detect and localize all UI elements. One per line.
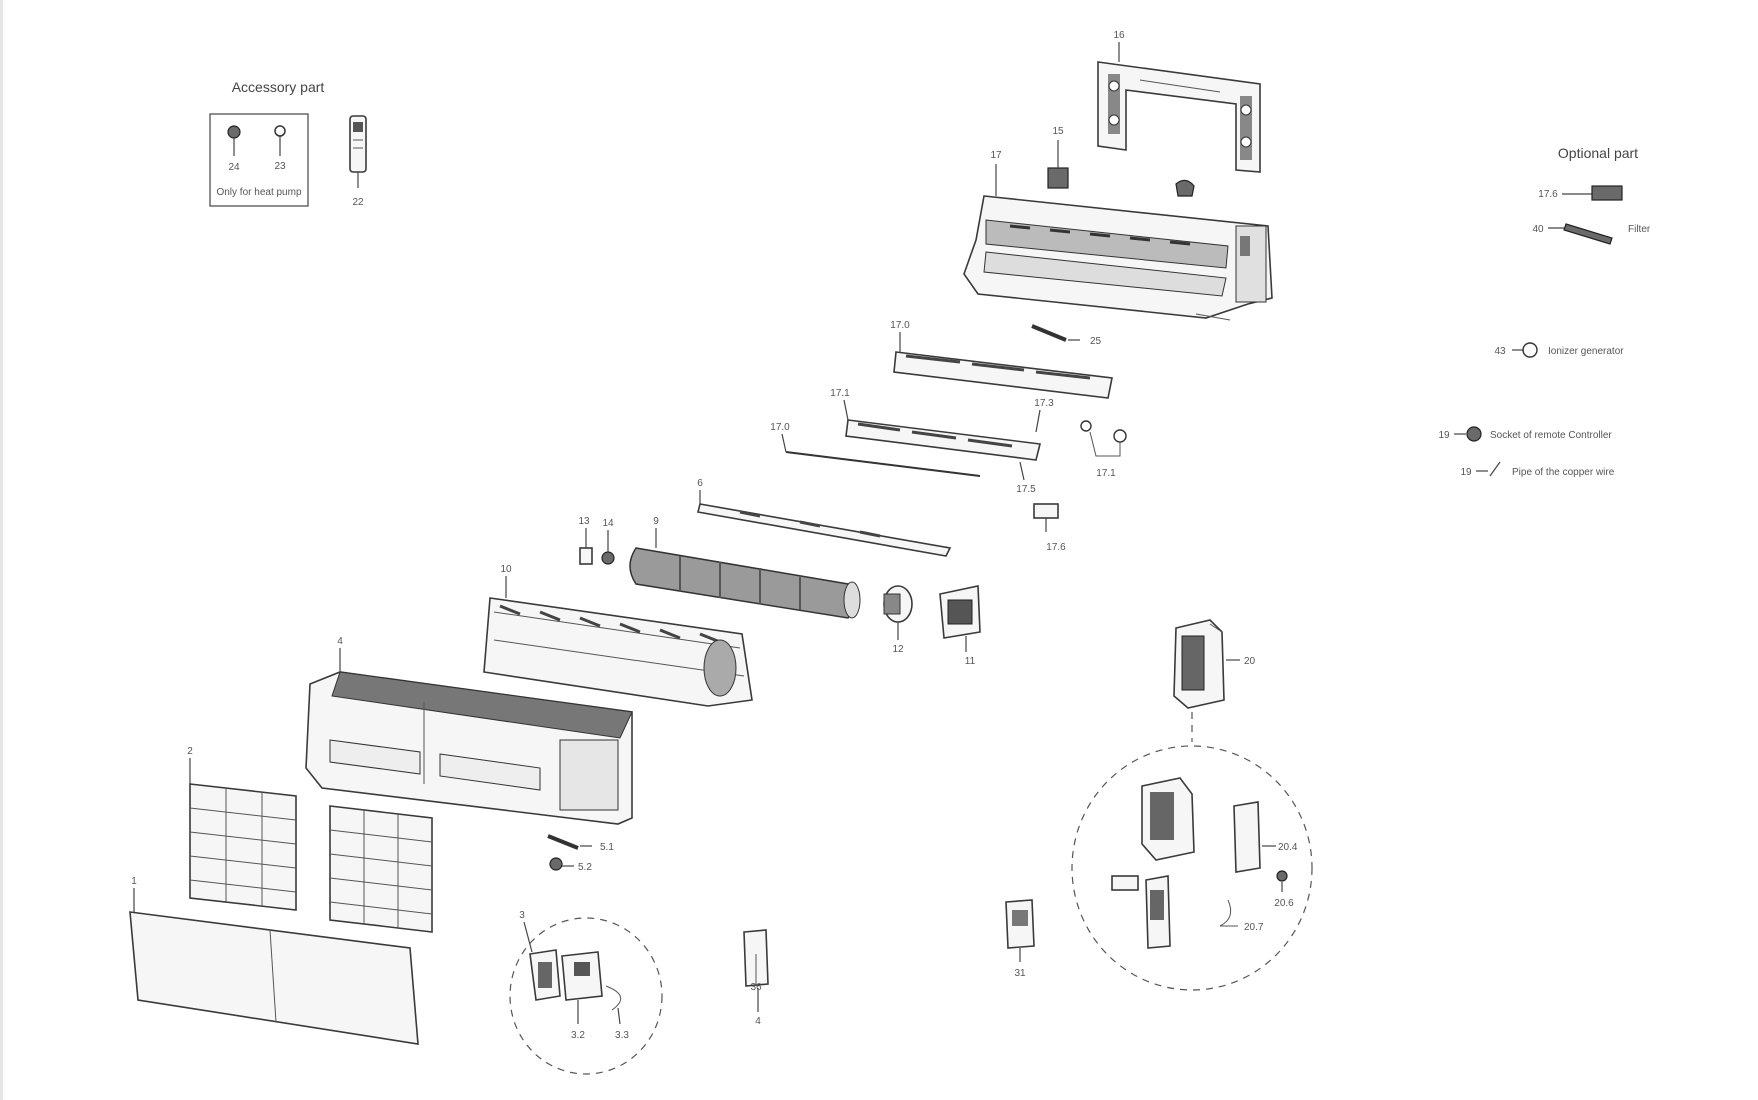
front-panel-part [129, 911, 419, 1045]
front-case-part [305, 671, 633, 825]
optional-item-4-number: 19 [1438, 430, 1450, 441]
remote-controller-part [349, 115, 367, 188]
optional-item-4-label: Socket of remote Controller [1490, 430, 1612, 441]
detail-circle-3 [509, 917, 663, 1075]
callout-3-3: 3.3 [615, 1030, 629, 1041]
ionizer-part [1522, 342, 1538, 358]
drain-hose-part-25 [1031, 324, 1080, 342]
air-filter-left-part [189, 783, 297, 911]
callout-3-2: 3.2 [571, 1030, 585, 1041]
callout-20: 20 [1244, 656, 1256, 667]
callout-20-7: 20.7 [1244, 922, 1264, 933]
callout-17: 17 [990, 150, 1002, 161]
detail-circle-20 [1071, 745, 1313, 991]
callout-13: 13 [578, 516, 590, 527]
callout-36: 36 [750, 982, 762, 993]
optional-part-group: Optional part 17.6 40 Filter 43 Ionizer … [1438, 145, 1650, 478]
optional-item-2-number: 40 [1532, 224, 1544, 235]
callout-17-5: 17.5 [1016, 484, 1036, 495]
copper-pipe-part [1489, 461, 1501, 477]
callout-17-1: 17.1 [830, 388, 850, 399]
callout-4: 4 [337, 636, 343, 647]
bearing-part-13 [579, 528, 593, 565]
evaporator-part [483, 597, 753, 707]
callout-9: 9 [653, 516, 659, 527]
accessory-part-group: Accessory part 24 23 Only for heat pump … [209, 79, 367, 208]
left-edge-border [0, 0, 3, 1100]
accessory-box-caption: Only for heat pump [216, 187, 301, 198]
optional-part-title: Optional part [1558, 145, 1638, 161]
swing-blade-assembly-part [845, 419, 1041, 461]
callout-15: 15 [1052, 126, 1064, 137]
part-31-box [1005, 899, 1035, 962]
callout-6: 6 [697, 478, 703, 489]
control-cover-part-20-4 [1233, 801, 1276, 873]
part-36-cover [743, 929, 769, 1012]
small-clip-parts [1080, 420, 1127, 457]
callout-17-1b: 17.1 [1096, 468, 1116, 479]
optional-item-3-number: 43 [1494, 346, 1506, 357]
callout-17-6: 17.6 [1046, 542, 1066, 553]
callout-10: 10 [500, 564, 512, 575]
callout-3: 3 [519, 910, 525, 921]
callout-5-1: 5.1 [600, 842, 614, 853]
callout-20-6: 20.6 [1274, 898, 1294, 909]
vane-plate-part [893, 351, 1113, 399]
fan-motor-part [883, 585, 913, 640]
callout-1: 1 [131, 876, 137, 887]
screw-24-part [227, 125, 241, 156]
accessory-part-title: Accessory part [232, 79, 325, 95]
chassis-part [963, 179, 1273, 321]
display-board-part [1591, 185, 1623, 201]
optional-item-1-number: 17.6 [1538, 189, 1558, 200]
callout-20-4: 20.4 [1278, 842, 1298, 853]
callout-5-2: 5.2 [578, 862, 592, 873]
callout-4b: 4 [755, 1016, 761, 1027]
swing-rod-part [785, 451, 981, 477]
part-5-1 [547, 834, 592, 850]
callout-17-0b: 17.0 [770, 422, 790, 433]
callout-24: 24 [228, 162, 240, 173]
display-module-part-17-6 [1033, 503, 1059, 532]
terminal-part-20-6 [1276, 870, 1288, 892]
callout-17-3: 17.3 [1034, 398, 1054, 409]
callout-11: 11 [965, 656, 976, 667]
socket-part [1466, 426, 1482, 442]
electrical-box-part [1173, 619, 1240, 709]
callout-25: 25 [1090, 336, 1102, 347]
motor-cover-part [939, 585, 981, 652]
accessory-box [209, 113, 309, 207]
callout-16: 16 [1113, 30, 1125, 41]
part-5-2 [549, 857, 574, 871]
callout-23: 23 [274, 161, 286, 172]
optional-item-5-number: 19 [1460, 467, 1472, 478]
air-filter-right-part [329, 805, 433, 933]
bearing-holder-part-14 [601, 530, 615, 565]
callout-2: 2 [187, 746, 193, 757]
cross-flow-fan-part [629, 547, 861, 619]
callout-17-0: 17.0 [890, 320, 910, 331]
callout-31: 31 [1014, 968, 1026, 979]
control-board-part [1141, 777, 1195, 861]
wall-mounting-plate-part [1097, 61, 1261, 173]
filter-part [1563, 223, 1613, 245]
callout-14: 14 [602, 518, 614, 529]
part-15 [1047, 140, 1069, 189]
optional-item-3-label: Ionizer generator [1548, 346, 1624, 357]
sub-board-part [1111, 875, 1171, 949]
display-box-part-3 [529, 949, 622, 1011]
callout-12: 12 [892, 644, 904, 655]
optional-item-2-label: Filter [1628, 224, 1651, 235]
horizontal-louver-part [697, 503, 952, 557]
optional-item-5-label: Pipe of the copper wire [1512, 467, 1615, 478]
callout-22: 22 [352, 197, 364, 208]
screw-23-part [274, 125, 286, 156]
